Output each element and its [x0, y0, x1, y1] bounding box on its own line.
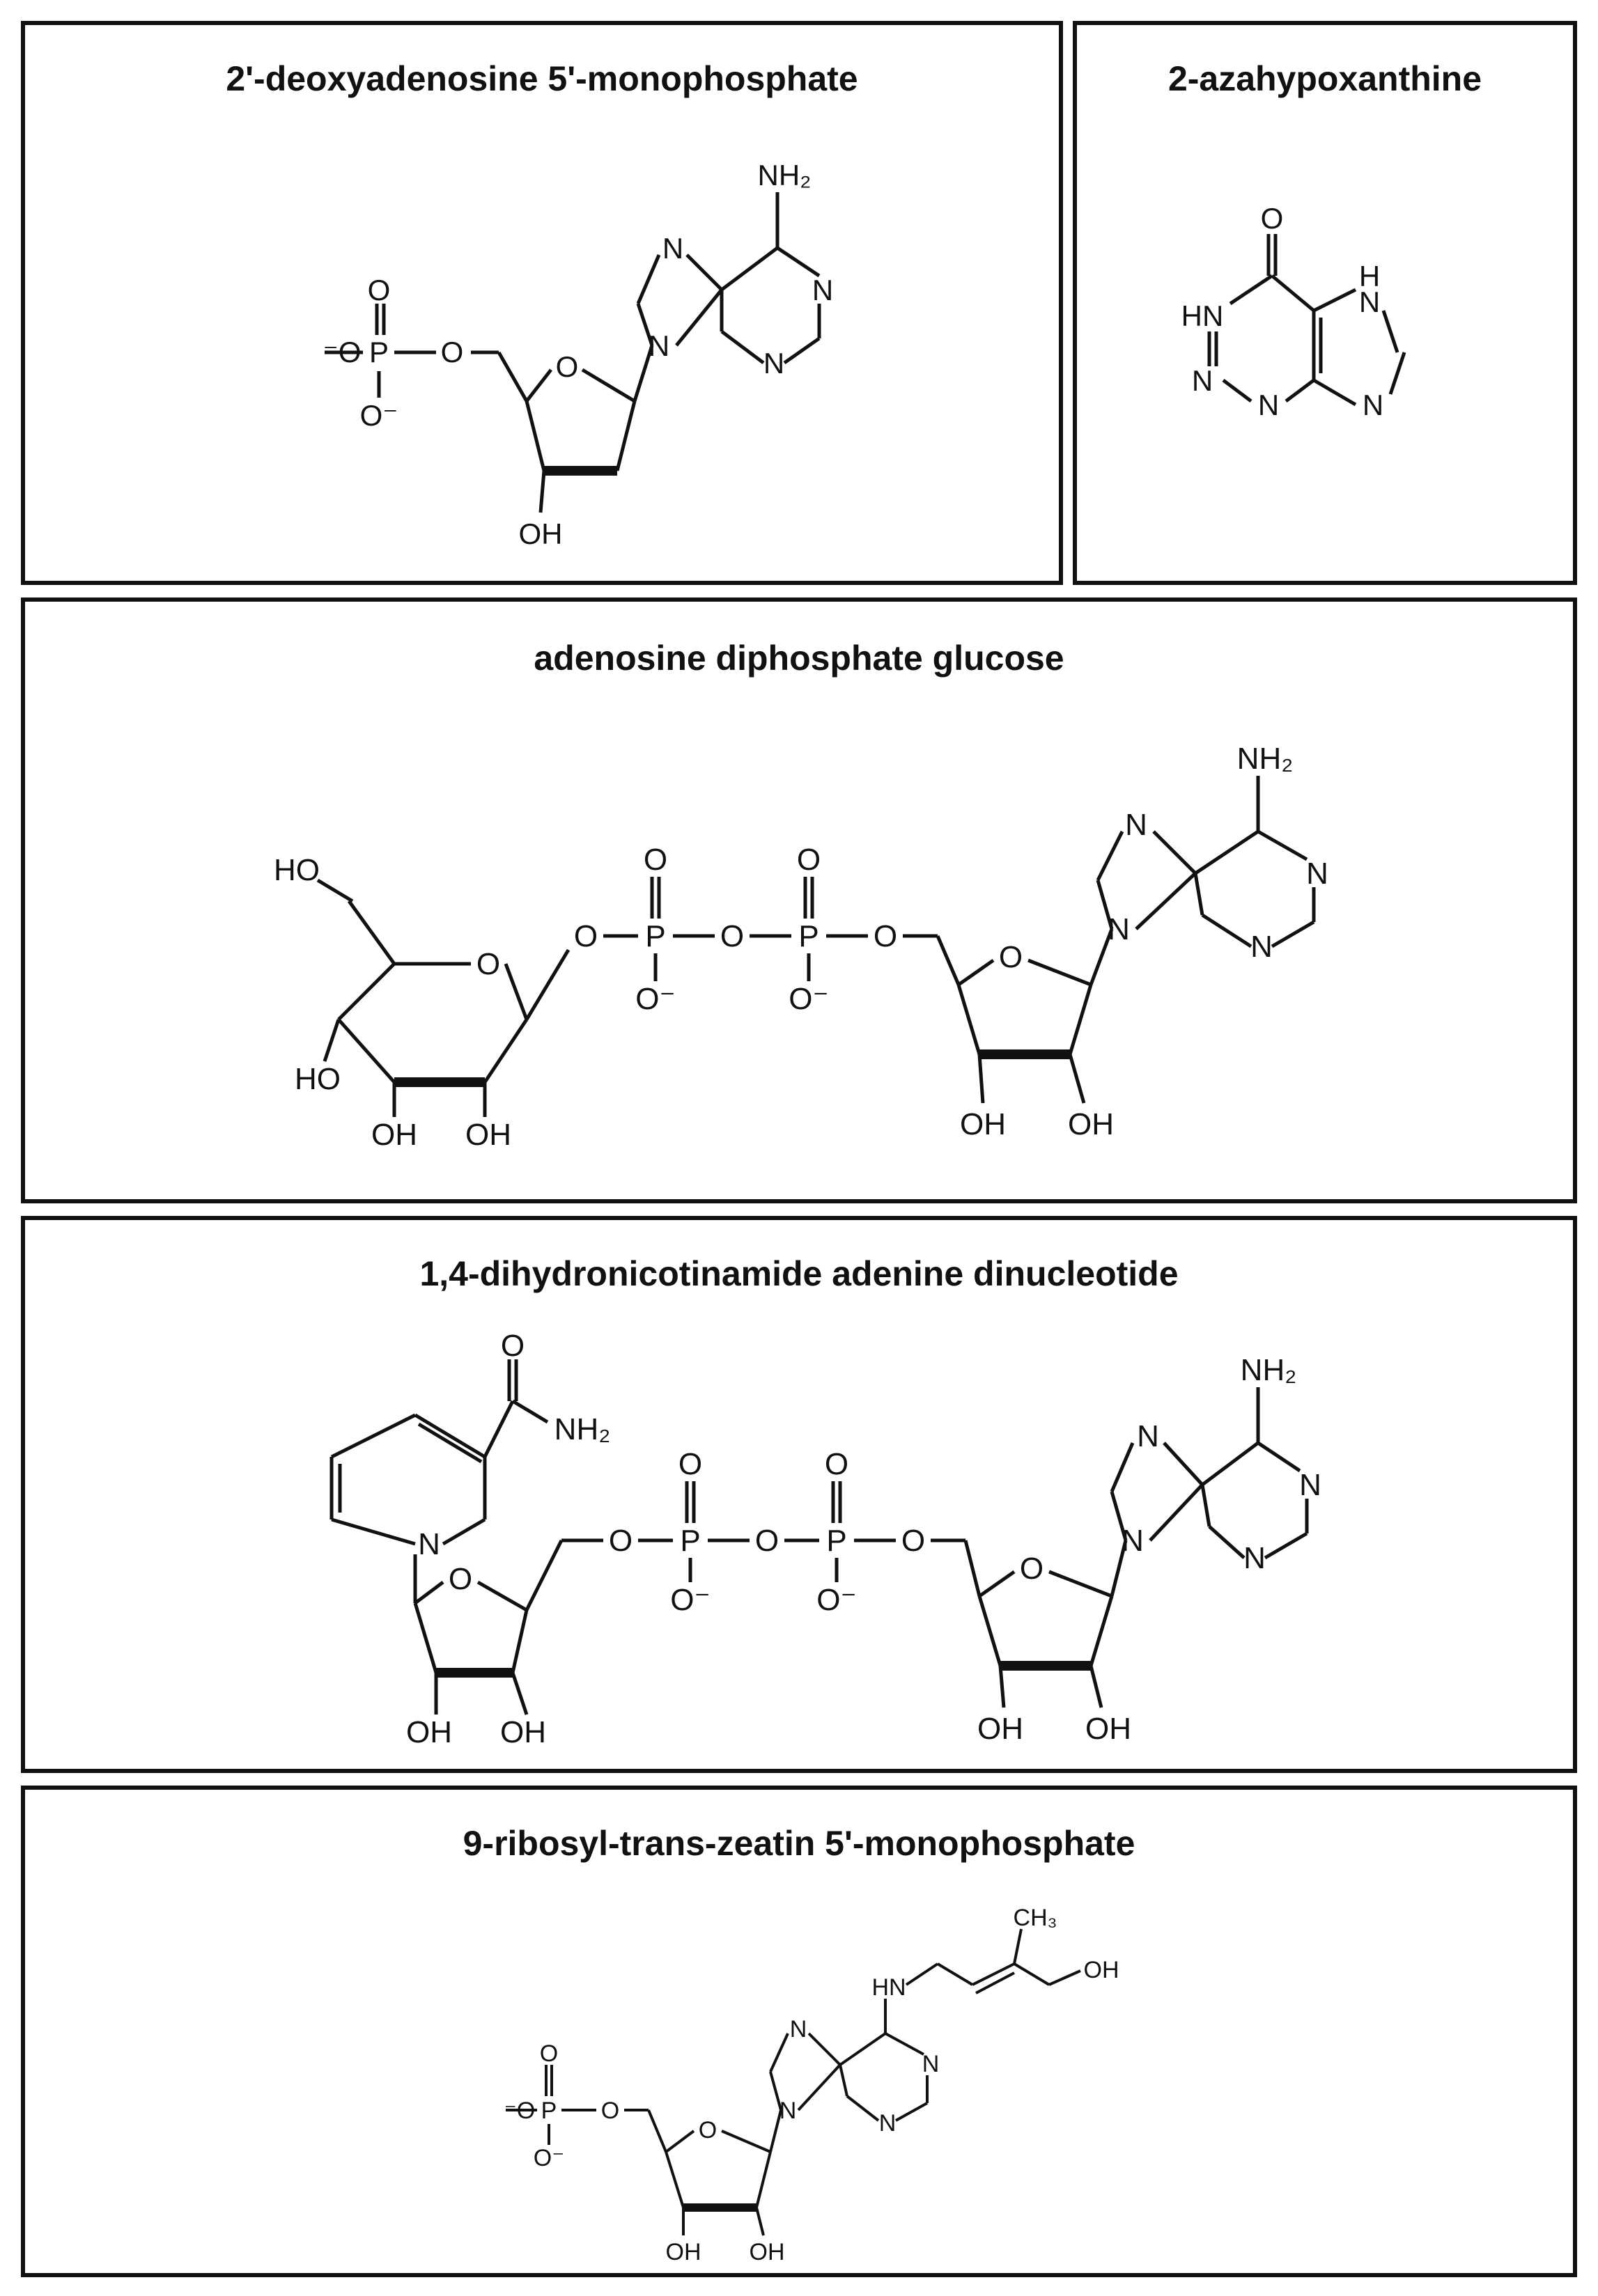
atom-label: N: [649, 329, 669, 362]
atom-label: P: [798, 919, 819, 953]
panel-title: 9-ribosyl-trans-zeatin 5'-monophosphate: [463, 1824, 1135, 1863]
panel-deoxyadenosine-monophosphate: 2'-deoxyadenosine 5'-monophosphate: [21, 21, 1063, 585]
atom-label: O: [699, 2117, 717, 2143]
atom-label: O: [678, 1447, 702, 1481]
atom-label: N: [1243, 1541, 1266, 1575]
atom-label: N: [1125, 808, 1147, 842]
atom-label: O: [874, 919, 897, 953]
panel-title: 1,4-dihydronicotinamide adenine dinucleo…: [419, 1254, 1179, 1293]
atom-label: O⁻: [635, 982, 675, 1016]
atom-label: O: [644, 843, 667, 877]
atom-label: P: [645, 919, 665, 953]
atom-label: CH₃: [1014, 1905, 1057, 1931]
atom-label: N: [418, 1527, 440, 1561]
atom-label: O: [999, 940, 1023, 974]
atom-label: N: [779, 2098, 797, 2124]
panel-adenosine-diphosphate-glucose: adenosine diphosphate glucose: [21, 598, 1577, 1203]
atom-label: N: [812, 274, 833, 306]
atom-label: OH: [1085, 1712, 1131, 1746]
atom-label: ⁻O: [504, 2098, 535, 2124]
atom-label: N: [879, 2110, 897, 2137]
atom-label: O: [1261, 202, 1284, 235]
molecule-structure: O NH₂ N O OH OH O P O O⁻ O P O O⁻ O O OH…: [329, 1329, 1321, 1749]
atom-label: O: [368, 274, 391, 306]
atom-label: HO: [295, 1062, 341, 1096]
panel-title: 2-azahypoxanthine: [1168, 59, 1482, 98]
atom-label: OH: [977, 1712, 1023, 1746]
atom-label: N: [1108, 912, 1130, 946]
atom-label: N: [662, 232, 683, 265]
atom-label: O⁻: [816, 1583, 856, 1617]
atom-label: N: [1250, 930, 1273, 964]
atom-label: OH: [1068, 1107, 1114, 1141]
atom-label: N: [790, 2016, 807, 2043]
atom-label: O: [501, 1329, 525, 1363]
atom-label: O: [556, 350, 579, 383]
atom-label: NH₂: [1237, 742, 1294, 776]
atom-label: N: [763, 347, 784, 380]
panel-azahypoxanthine: 2-azahypoxanthine O HN N N N H N: [1073, 21, 1577, 585]
atom-label: OH: [1084, 1957, 1119, 1983]
atom-label: P: [541, 2098, 557, 2124]
atom-label: HN: [871, 1974, 906, 2001]
atom-label: OH: [371, 1118, 417, 1152]
atom-label: H: [1359, 260, 1380, 292]
atom-label: HO: [274, 853, 320, 887]
atom-label: N: [1359, 286, 1380, 318]
atom-label: OH: [500, 1715, 546, 1749]
panel-nadh: 1,4-dihydronicotinamide adenine dinucleo…: [21, 1216, 1577, 1773]
atom-label: O: [797, 843, 821, 877]
atom-label: OH: [519, 517, 563, 550]
panel-title: 2'-deoxyadenosine 5'-monophosphate: [226, 59, 858, 98]
panel-title: adenosine diphosphate glucose: [534, 639, 1064, 678]
atom-label: O: [1020, 1552, 1044, 1586]
atom-label: O: [601, 2098, 619, 2124]
atom-label: OH: [666, 2239, 701, 2265]
atom-label: O: [825, 1447, 848, 1481]
atom-label: ⁻O: [323, 336, 362, 368]
atom-label: N: [1122, 1524, 1144, 1558]
atom-label: OH: [750, 2239, 785, 2265]
atom-label: OH: [960, 1107, 1006, 1141]
atom-label: P: [680, 1524, 700, 1558]
atom-label: P: [826, 1524, 846, 1558]
atom-label: NH₂: [758, 159, 812, 192]
atom-label: N: [1258, 389, 1279, 421]
atom-label: O: [449, 1562, 472, 1596]
molecule-structure: ⁻O P O O⁻ O O OH OH N N N N HN CH₃ OH: [504, 1905, 1119, 2265]
atom-label: HN: [1181, 299, 1224, 332]
molecule-structure: O HN N N N H N: [1181, 202, 1406, 421]
atom-label: N: [1299, 1468, 1321, 1502]
atom-label: O: [755, 1524, 779, 1558]
molecule-structure: HO O HO OH OH O P O O⁻ O P O O⁻ O O OH O…: [274, 742, 1328, 1152]
atom-label: NH₂: [554, 1412, 611, 1446]
molecule-structure: ⁻O P O O⁻ O O OH N N N N NH₂: [323, 159, 834, 550]
panel-ribosyl-zeatin-monophosphate: 9-ribosyl-trans-zeatin 5'-monophosphate: [21, 1786, 1577, 2277]
atom-label: N: [922, 2051, 940, 2077]
atom-label: N: [1137, 1419, 1159, 1453]
atom-label: O⁻: [360, 399, 398, 432]
atom-label: O: [609, 1524, 633, 1558]
atom-label: O: [574, 919, 598, 953]
atom-label: NH₂: [1241, 1353, 1297, 1387]
atom-label: O: [441, 336, 464, 368]
atom-label: O: [476, 947, 500, 981]
atom-label: P: [369, 336, 389, 368]
atom-label: O: [720, 919, 744, 953]
atom-label: OH: [406, 1715, 452, 1749]
atom-label: N: [1192, 364, 1213, 397]
atom-label: N: [1306, 857, 1328, 891]
atom-label: O: [901, 1524, 925, 1558]
atom-label: N: [1363, 389, 1383, 421]
atom-label: OH: [465, 1118, 511, 1152]
atom-label: O: [540, 2040, 558, 2067]
atom-label: O⁻: [670, 1583, 710, 1617]
atom-label: O⁻: [789, 982, 828, 1016]
atom-label: O⁻: [534, 2145, 564, 2171]
